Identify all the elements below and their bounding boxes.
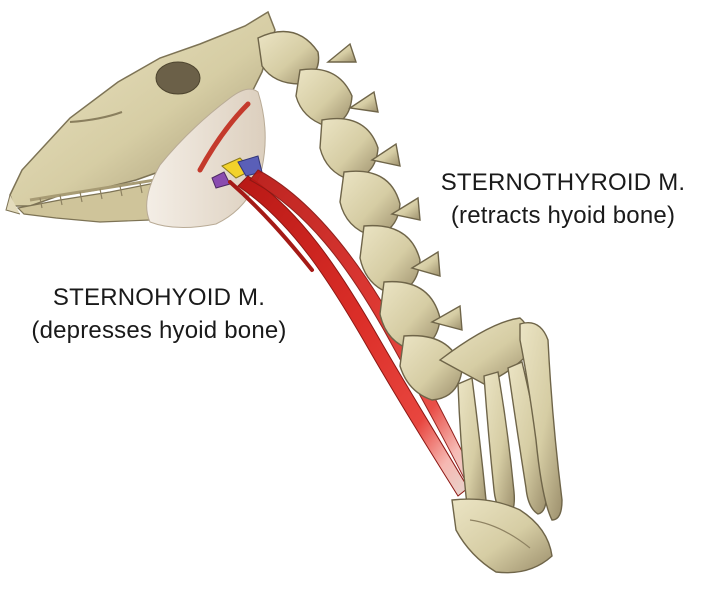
sternohyoid-name: STERNOHYOID M.: [0, 281, 318, 314]
sternothyroid-name: STERNOTHYROID M.: [418, 166, 708, 199]
sternothyroid-function: (retracts hyoid bone): [418, 199, 708, 232]
sternohyoid-function: (depresses hyoid bone): [0, 314, 318, 347]
sternothyroid-label: STERNOTHYROID M. (retracts hyoid bone): [418, 166, 708, 232]
sternohyoid-label: STERNOHYOID M. (depresses hyoid bone): [0, 281, 318, 347]
